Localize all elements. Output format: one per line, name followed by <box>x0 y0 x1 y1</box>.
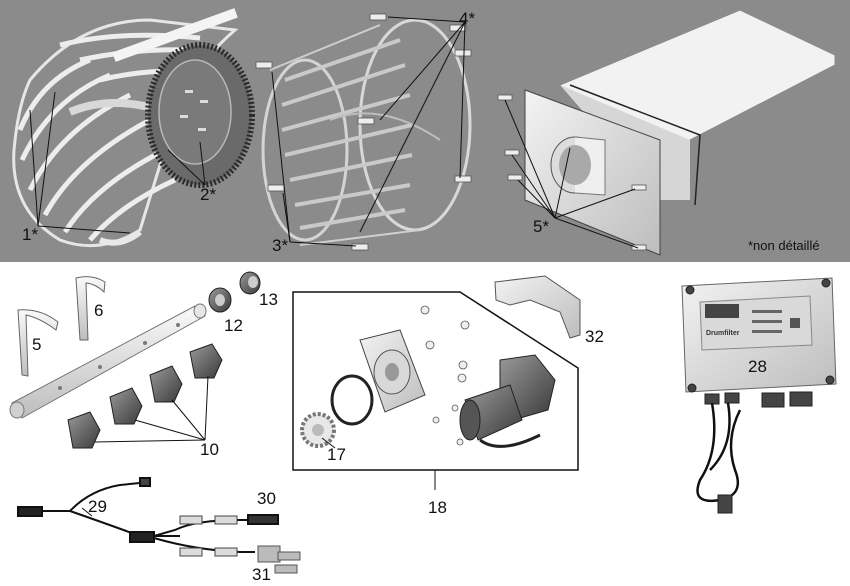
controller-brand-text: Drumfilter <box>706 330 740 337</box>
pipe-caps-12-13 <box>208 271 261 313</box>
label-part-28: 28 <box>748 357 767 376</box>
label-part-32: 32 <box>585 327 604 346</box>
label-part-4: 4* <box>459 9 476 28</box>
label-part-31: 31 <box>252 565 271 584</box>
cover-32 <box>494 275 581 339</box>
motor-flange <box>359 329 426 413</box>
label-part-13: 13 <box>259 290 278 309</box>
label-part-30: 30 <box>257 489 276 508</box>
label-part-1: 1* <box>22 225 39 244</box>
nozzles-10 <box>67 343 223 449</box>
cable-harness <box>17 477 301 574</box>
bracket-6 <box>75 276 106 341</box>
label-part-5: 5 <box>32 335 42 354</box>
o-ring <box>330 374 374 426</box>
inlet-plate-chute <box>497 9 836 256</box>
label-part-3: 3* <box>272 236 289 255</box>
pinion-gear-17 <box>300 412 336 449</box>
motor <box>420 305 556 448</box>
transparent-drum <box>255 13 472 251</box>
label-part-10: 10 <box>200 440 219 459</box>
gear-ring <box>145 42 255 188</box>
label-part-12: 12 <box>224 316 243 335</box>
spray-pipe <box>9 303 207 419</box>
leader-10 <box>94 375 209 443</box>
bracket-5 <box>17 309 59 377</box>
note-non-detaille: *non détaillé <box>748 238 820 253</box>
label-part-29: 29 <box>88 497 107 516</box>
label-part-17: 17 <box>327 445 346 464</box>
label-part-18: 18 <box>428 498 447 517</box>
label-part-5-top: 5* <box>533 217 550 236</box>
label-part-6: 6 <box>94 301 104 320</box>
control-box-28: Drumfilter <box>681 277 837 514</box>
label-part-2: 2* <box>200 185 217 204</box>
